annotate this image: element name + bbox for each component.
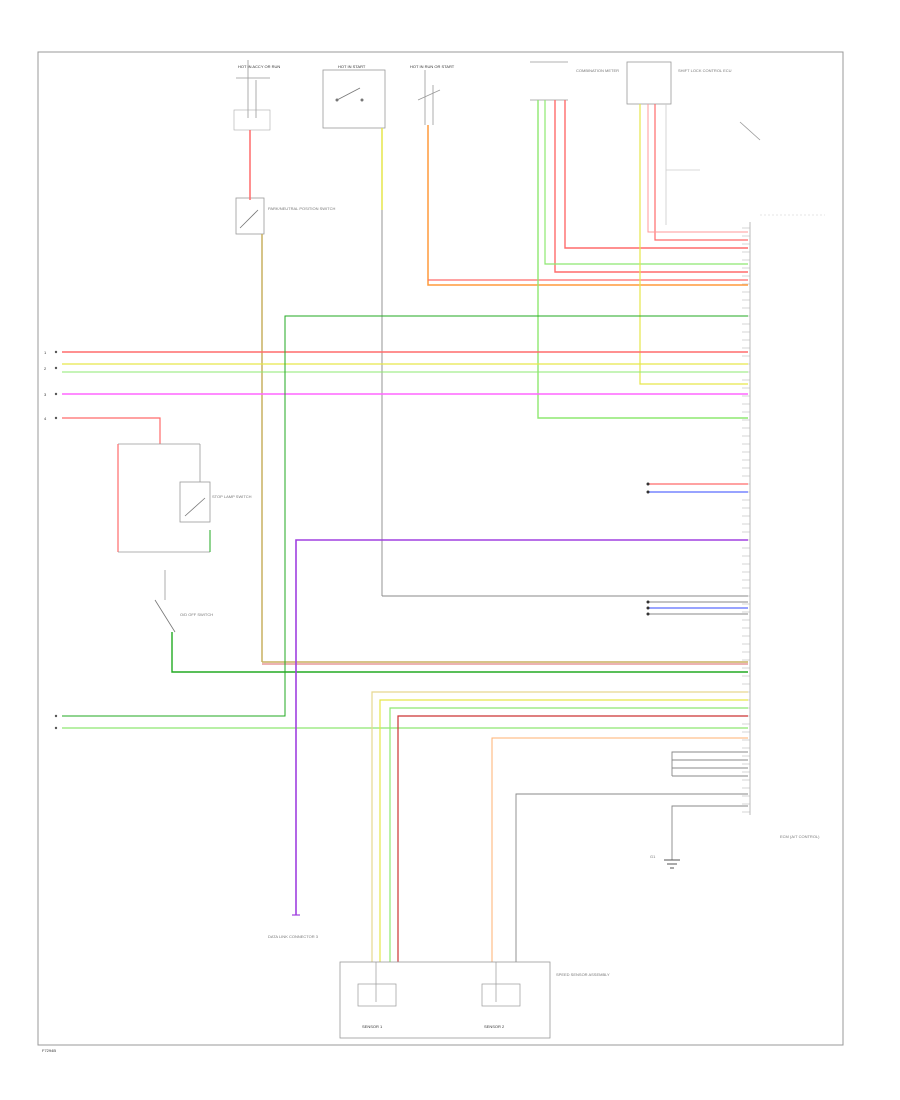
- wire-purple-dlc: [295, 539, 748, 915]
- label-pnp-switch: PARK/NEUTRAL POSITION SWITCH: [268, 206, 335, 211]
- wire-yellow-sensor1: [379, 699, 748, 962]
- wire-orange-relay: [427, 125, 748, 286]
- label-speed-sensor: SPEED SENSOR ASSEMBLY: [556, 972, 610, 977]
- label-fuse-relay: HOT IN RUN OR START: [410, 64, 455, 69]
- wire-tan-sensor1: [371, 691, 748, 962]
- brake-switch: [62, 417, 211, 553]
- label-brake-switch: STOP LAMP SWITCH: [212, 494, 252, 499]
- label-od-switch: O/D OFF SWITCH: [180, 612, 213, 617]
- fuse-top-left: [233, 60, 271, 131]
- left-terminal-4: 4: [44, 416, 47, 421]
- ground-point: [664, 859, 680, 869]
- label-sensor-1: SENSOR 1: [362, 1024, 383, 1029]
- wire-lgreen-meter: [537, 100, 748, 419]
- wire-yellow-shiftlock: [639, 104, 748, 385]
- connector-dots: [646, 482, 650, 616]
- corner-code: F7294B: [42, 1048, 56, 1053]
- left-terminal-markers: [54, 350, 58, 730]
- label-ground: G1: [650, 854, 656, 859]
- shift-lock-ecu: [626, 61, 761, 225]
- wire-red-meter-2: [554, 100, 748, 273]
- left-terminal-3: 3: [44, 392, 47, 397]
- speed-sensor-block: [339, 961, 551, 1039]
- wire-red-shiftlock-1: [654, 104, 748, 241]
- left-terminal-2: 2: [44, 366, 47, 371]
- wire-red-shiftlock-2: [647, 104, 748, 233]
- ecm-pin-ticks: [742, 227, 750, 813]
- transmission-ecm: [749, 214, 825, 815]
- label-fuse-top-left: HOT IN ACCY OR RUN: [238, 64, 280, 69]
- label-shift-lock-ecu: SHIFT LOCK CONTROL ECU: [678, 68, 732, 73]
- diagram-border: [37, 51, 844, 1046]
- combination-meter: [530, 61, 568, 101]
- label-ecm: ECM (A/T CONTROL): [780, 834, 820, 839]
- label-fuse-center: HOT IN START: [338, 64, 366, 69]
- wire-gray-sensor2: [515, 793, 748, 962]
- fuse-center: [322, 69, 386, 129]
- left-terminal-1: 1: [44, 350, 47, 355]
- ground-bus: [671, 751, 748, 860]
- overdrive-switch: [154, 570, 748, 673]
- wire-green-meter: [544, 100, 748, 265]
- label-dlc: DATA LINK CONNECTOR 3: [268, 934, 319, 939]
- label-sensor-2: SENSOR 2: [484, 1024, 505, 1029]
- wire-orange-sensor2: [491, 737, 748, 962]
- wire-green-ecm-upper: [62, 315, 748, 717]
- fuse-relay: [417, 70, 441, 125]
- wire-red-sensor1: [397, 715, 748, 962]
- label-combination-meter: COMBINATION METER: [576, 68, 619, 73]
- wire-red-meter-1: [564, 100, 748, 249]
- wire-lgreen-sensor1: [389, 707, 748, 962]
- park-neutral-switch: [235, 197, 265, 235]
